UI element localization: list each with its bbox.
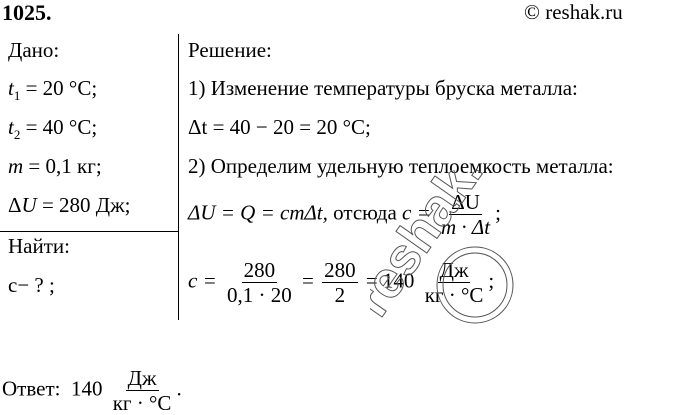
solution-title: Решение: xyxy=(188,38,272,62)
find-title: Найти: xyxy=(8,234,70,258)
watermark-logo: reshak.ru xyxy=(370,170,525,327)
given-dU: ΔU = 280 Дж; xyxy=(8,193,131,217)
solution-step2: 2) Определим удельную теплоемкость метал… xyxy=(188,154,614,178)
given-title: Дано: xyxy=(8,38,60,62)
find-c: c− ? ; xyxy=(8,273,55,297)
given-divider xyxy=(0,231,178,232)
watermark-copyright-inner xyxy=(442,252,508,318)
given-t2: t2 = 40 °C; xyxy=(8,115,98,142)
column-divider xyxy=(178,34,179,320)
solution-step1: 1) Изменение температуры бруска металла: xyxy=(188,76,578,100)
given-t1: t1 = 20 °C; xyxy=(8,76,98,103)
given-m: m = 0,1 кг; xyxy=(8,154,102,178)
copyright: © reshak.ru xyxy=(524,0,623,24)
solution-dt: Δt = 40 − 20 = 20 °C; xyxy=(188,115,371,139)
problem-number: 1025. xyxy=(2,0,52,25)
watermark-copyright-icon xyxy=(436,246,514,324)
